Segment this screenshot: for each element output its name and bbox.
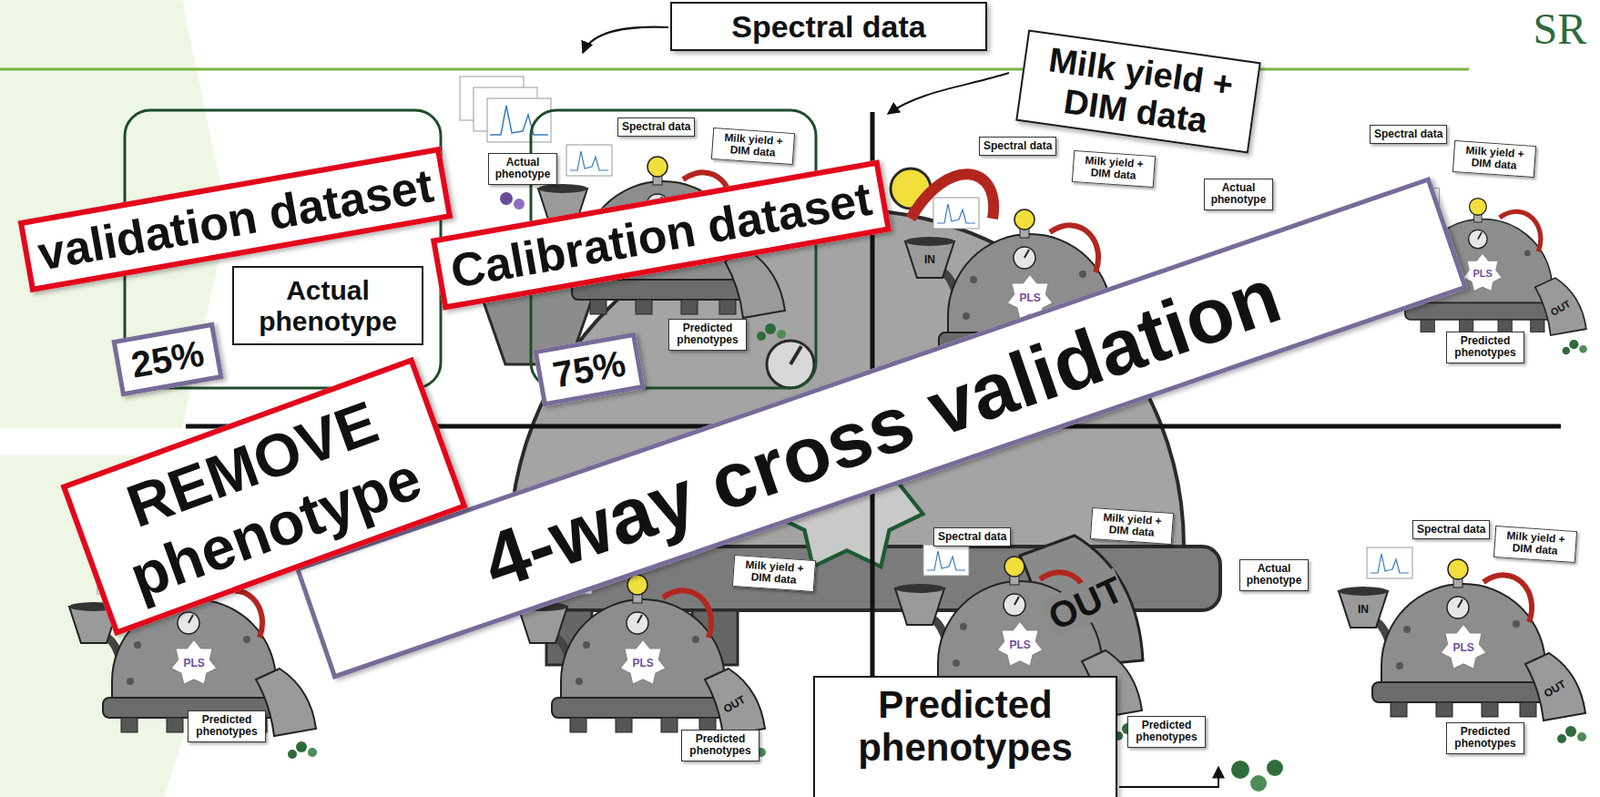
node-text: Actual phenotype xyxy=(492,156,553,182)
logo-text: SR xyxy=(1531,5,1590,54)
node-text: Spectral data xyxy=(937,530,1007,543)
node-text: Milk yield + DIM data xyxy=(1029,38,1248,144)
node-text: Actual phenotype xyxy=(1243,562,1305,588)
spectrum-line xyxy=(489,105,549,135)
predicted-phenotypes-box: Predicted phenotypes xyxy=(1127,715,1206,748)
pls-label: PLS xyxy=(1018,292,1043,305)
predicted-phenotypes-box: Predicted phenotypes xyxy=(187,710,266,743)
milk-data-box: Milk yield + DIM data xyxy=(1015,29,1262,153)
pls-label: PLS xyxy=(182,657,207,670)
node-text: Spectral data xyxy=(621,121,691,133)
node-text: Predicted phenotypes xyxy=(685,733,755,758)
node-text: Milk yield + DIM data xyxy=(1498,529,1573,559)
percent-callout: 75% xyxy=(532,331,645,407)
milk-data-box: Milk yield + DIM data xyxy=(1493,525,1578,563)
in-label: IN xyxy=(1355,603,1371,616)
node-text: Predicted phenotypes xyxy=(1450,725,1520,751)
cell-image xyxy=(499,192,513,205)
node-text: Calibration dataset xyxy=(446,172,876,299)
input-arrow xyxy=(887,72,1009,114)
node-text: validation dataset xyxy=(33,158,438,281)
node-text: Predicted phenotypes xyxy=(672,322,743,347)
pls-label: PLS xyxy=(1471,267,1495,279)
milk-data-box: Milk yield + DIM data xyxy=(1452,140,1537,178)
milk-data-box: Milk yield + DIM data xyxy=(732,554,816,592)
out-label: OUT xyxy=(1040,567,1132,638)
node-text: Spectral data xyxy=(983,140,1052,153)
node-text: 25% xyxy=(128,332,208,386)
node-text: Milk yield + DIM data xyxy=(736,558,812,588)
pls-label: PLS xyxy=(1451,642,1477,654)
pls-label: PLS xyxy=(631,657,656,670)
node-text: Predicted phenotypes xyxy=(1450,335,1520,360)
spectral-data-box: Spectral data xyxy=(933,527,1011,547)
predicted-phenotypes-box: Predicted phenotypes xyxy=(1446,331,1525,364)
output-arrow xyxy=(1119,766,1219,787)
actual-phenotype-box: Actual phenotype xyxy=(232,265,424,346)
predicted-phenotypes-box: Predicted phenotypes xyxy=(681,729,760,762)
in-label: IN xyxy=(922,254,938,266)
node-text: Actual phenotype xyxy=(1208,182,1269,207)
node-text: Spectral data xyxy=(1374,128,1443,141)
out-label: OUT xyxy=(1539,676,1570,701)
node-text: Spectral data xyxy=(1416,523,1486,536)
node-text: 4-way cross validation xyxy=(471,250,1291,606)
predicted-phenotypes-box: Predicted phenotypes xyxy=(813,675,1118,797)
spectral-data-box: Spectral data xyxy=(1412,519,1490,540)
actual-phenotype-box: Actual phenotype xyxy=(488,152,558,185)
milk-data-box: Milk yield + DIM data xyxy=(1090,507,1174,545)
predicted-phenotypes-box: Predicted phenotypes xyxy=(1446,722,1525,755)
actual-phenotype-box: Actual phenotype xyxy=(1239,559,1309,592)
node-text: Actual phenotype xyxy=(241,275,415,337)
node-text: Milk yield + DIM data xyxy=(715,131,791,161)
pls-robot xyxy=(1338,547,1587,744)
big-gauge-needle xyxy=(790,346,802,365)
node-text: Milk yield + DIM data xyxy=(1076,153,1152,184)
node-text: Spectral data xyxy=(682,9,975,44)
spectral-data-box: Spectral data xyxy=(617,117,695,137)
output-cell xyxy=(1266,759,1284,776)
actual-phenotype-box: Actual phenotype xyxy=(1203,178,1274,211)
milk-data-box: Milk yield + DIM data xyxy=(1071,150,1156,188)
out-label: OUT xyxy=(1546,296,1574,319)
percent-callout: 25% xyxy=(111,321,224,397)
spectral-data-box: Spectral data xyxy=(978,136,1057,156)
node-text: Milk yield + DIM data xyxy=(1457,143,1532,174)
node-text: Predicted phenotypes xyxy=(192,713,262,739)
spectral-data-box: Spectral data xyxy=(1369,124,1448,144)
cell-image xyxy=(513,198,525,210)
output-cell xyxy=(1231,760,1250,779)
pls-label: PLS xyxy=(1008,639,1033,652)
output-cell xyxy=(1250,774,1267,792)
milk-data-box: Milk yield + DIM data xyxy=(711,127,795,165)
node-text: Predicted phenotypes xyxy=(825,682,1105,769)
spectrum-chart xyxy=(487,98,551,143)
node-text: 75% xyxy=(550,342,630,396)
spectral-data-box: Spectral data xyxy=(670,1,988,51)
out-label: OUT xyxy=(719,692,749,716)
input-arrow xyxy=(582,27,669,53)
node-text: Predicted phenotypes xyxy=(1131,719,1202,744)
node-text: Milk yield + DIM data xyxy=(1094,510,1170,541)
predicted-phenotypes-box: Predicted phenotypes xyxy=(668,318,747,351)
